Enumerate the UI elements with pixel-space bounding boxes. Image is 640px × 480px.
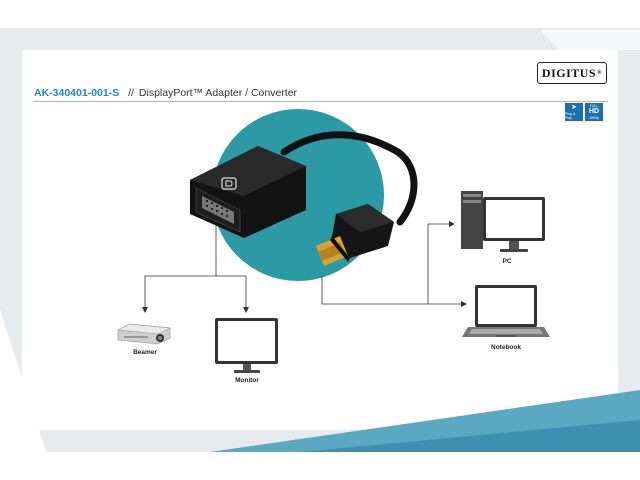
title-separator: // bbox=[128, 87, 134, 99]
product-title: DisplayPort™ Adapter / Converter bbox=[138, 87, 298, 99]
adapter-body bbox=[190, 146, 306, 238]
full-hd-main: HD bbox=[588, 108, 600, 115]
full-hd-badge: FULL HD 1080p bbox=[585, 103, 603, 121]
title-divider bbox=[34, 101, 608, 102]
top-right-wedge bbox=[540, 30, 640, 50]
arrow-beamer bbox=[142, 307, 148, 313]
line-to-beamer bbox=[144, 222, 217, 308]
notebook-icon bbox=[462, 285, 550, 337]
plug-and-play-badge: ➤ Plug & Play bbox=[565, 103, 583, 121]
product-code: AK-340401-001-S bbox=[34, 87, 120, 99]
notebook-label: Notebook bbox=[491, 344, 521, 351]
plug-play-arrow-icon: ➤ bbox=[571, 104, 577, 111]
pc-label: PC bbox=[502, 258, 512, 265]
bottom-wave-dark bbox=[300, 420, 640, 452]
full-hd-top: FULL bbox=[589, 104, 599, 108]
digitus-logo: DIGITUS® bbox=[537, 62, 607, 84]
beamer-icon bbox=[117, 323, 171, 345]
dp-logo-icon bbox=[221, 177, 237, 190]
connection-lines bbox=[144, 222, 462, 308]
page-bottom-margin bbox=[0, 452, 640, 480]
adapter-cable bbox=[280, 131, 418, 226]
beamer-label: Beamer bbox=[133, 349, 157, 356]
title-row: AK-340401-001-S // DisplayPort™ Adapter … bbox=[34, 87, 297, 101]
left-corner-wedge bbox=[0, 300, 46, 452]
brand-name: DIGITUS bbox=[541, 65, 597, 80]
line-to-monitor bbox=[216, 275, 247, 308]
page-top-margin bbox=[0, 0, 640, 28]
monitor-label: Monitor bbox=[235, 377, 259, 384]
arrow-notebook bbox=[461, 301, 467, 307]
plug-play-text: Plug & Play bbox=[565, 112, 576, 120]
monitor-icon bbox=[215, 318, 278, 373]
arrow-monitor bbox=[243, 307, 249, 313]
arrow-heads bbox=[142, 221, 467, 313]
arrow-pc bbox=[449, 221, 455, 227]
brand-registered-mark: ® bbox=[597, 70, 603, 76]
line-from-dp bbox=[321, 276, 428, 305]
pc-icon bbox=[461, 191, 545, 252]
full-hd-bottom: 1080p bbox=[589, 116, 599, 120]
displayport-plug bbox=[316, 204, 394, 266]
line-to-pc bbox=[427, 223, 450, 304]
